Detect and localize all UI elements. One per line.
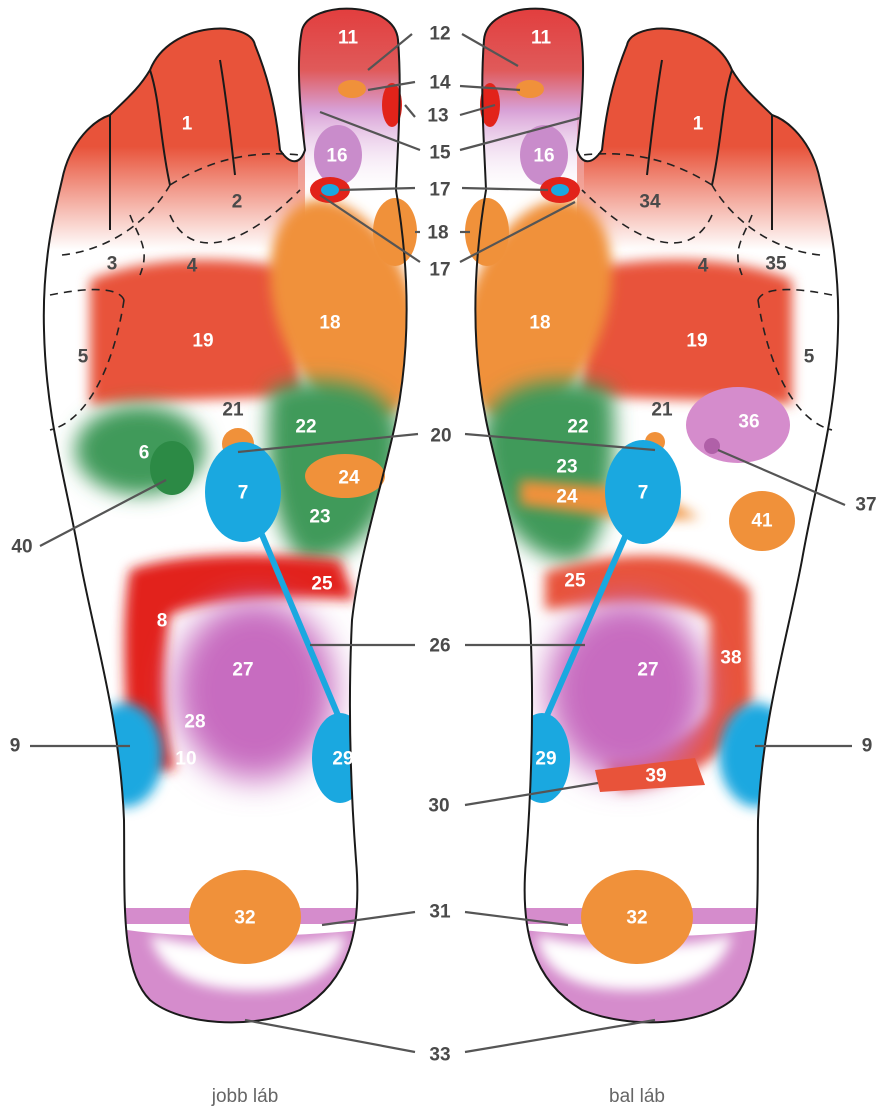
label-4-right: 4 xyxy=(187,256,198,277)
label-16-left: 16 xyxy=(533,146,554,167)
label-32-left: 32 xyxy=(626,908,647,929)
callout-37: 37 xyxy=(855,495,876,516)
label-25-right: 25 xyxy=(311,574,333,595)
label-22-right: 22 xyxy=(295,417,316,438)
caption-left-foot: bal láb xyxy=(609,1086,665,1107)
label-27-right: 27 xyxy=(232,660,253,681)
label-18-right: 18 xyxy=(319,313,340,334)
caption-right-foot: jobb láb xyxy=(211,1086,279,1107)
label-18-left: 18 xyxy=(529,313,550,334)
callout-9-right: 9 xyxy=(10,736,21,757)
callout-26: 26 xyxy=(429,636,450,657)
callout-18: 18 xyxy=(427,223,448,244)
label-5-left: 5 xyxy=(804,347,815,368)
label-16-right: 16 xyxy=(326,146,347,167)
label-8: 8 xyxy=(157,611,168,632)
label-7-left: 7 xyxy=(638,483,649,504)
label-23-left: 23 xyxy=(556,457,577,478)
label-11-right: 11 xyxy=(338,28,359,49)
label-2: 2 xyxy=(232,192,243,213)
callout-33: 33 xyxy=(429,1045,450,1066)
label-24-left: 24 xyxy=(556,487,578,508)
label-1-right: 1 xyxy=(182,114,193,135)
label-21-left: 21 xyxy=(651,400,673,421)
label-22-left: 22 xyxy=(567,417,588,438)
label-4-left: 4 xyxy=(698,256,709,277)
callout-12: 12 xyxy=(429,24,450,45)
callout-17-bottom: 17 xyxy=(429,260,450,281)
label-36: 36 xyxy=(738,412,759,433)
callout-13: 13 xyxy=(427,106,448,127)
label-23-right: 23 xyxy=(309,507,330,528)
callout-31: 31 xyxy=(429,902,451,923)
label-19-right: 19 xyxy=(192,331,213,352)
label-41: 41 xyxy=(751,511,773,532)
label-32-right: 32 xyxy=(234,908,255,929)
callout-17-top: 17 xyxy=(429,180,450,201)
label-27-left: 27 xyxy=(637,660,658,681)
label-28: 28 xyxy=(184,712,205,733)
label-24-right: 24 xyxy=(338,468,360,489)
callout-15: 15 xyxy=(429,143,451,164)
callout-30: 30 xyxy=(428,796,449,817)
label-10: 10 xyxy=(175,749,196,770)
callout-40: 40 xyxy=(11,537,32,558)
callout-9-left: 9 xyxy=(862,736,873,757)
label-39: 39 xyxy=(645,766,666,787)
callout-20: 20 xyxy=(430,426,451,447)
left-foot xyxy=(434,0,852,1040)
label-34: 34 xyxy=(639,192,661,213)
label-6: 6 xyxy=(139,443,150,464)
label-5-right: 5 xyxy=(78,347,89,368)
label-3: 3 xyxy=(107,254,118,275)
label-21-right: 21 xyxy=(222,400,244,421)
label-19-left: 19 xyxy=(686,331,707,352)
label-25-left: 25 xyxy=(564,571,586,592)
label-35: 35 xyxy=(765,254,787,275)
right-foot xyxy=(30,0,448,1040)
label-7-right: 7 xyxy=(238,483,249,504)
callout-14: 14 xyxy=(429,73,451,94)
label-38: 38 xyxy=(720,648,741,669)
label-29-right: 29 xyxy=(332,749,353,770)
label-1-left: 1 xyxy=(693,114,704,135)
label-29-left: 29 xyxy=(535,749,556,770)
label-11-left: 11 xyxy=(531,28,552,49)
